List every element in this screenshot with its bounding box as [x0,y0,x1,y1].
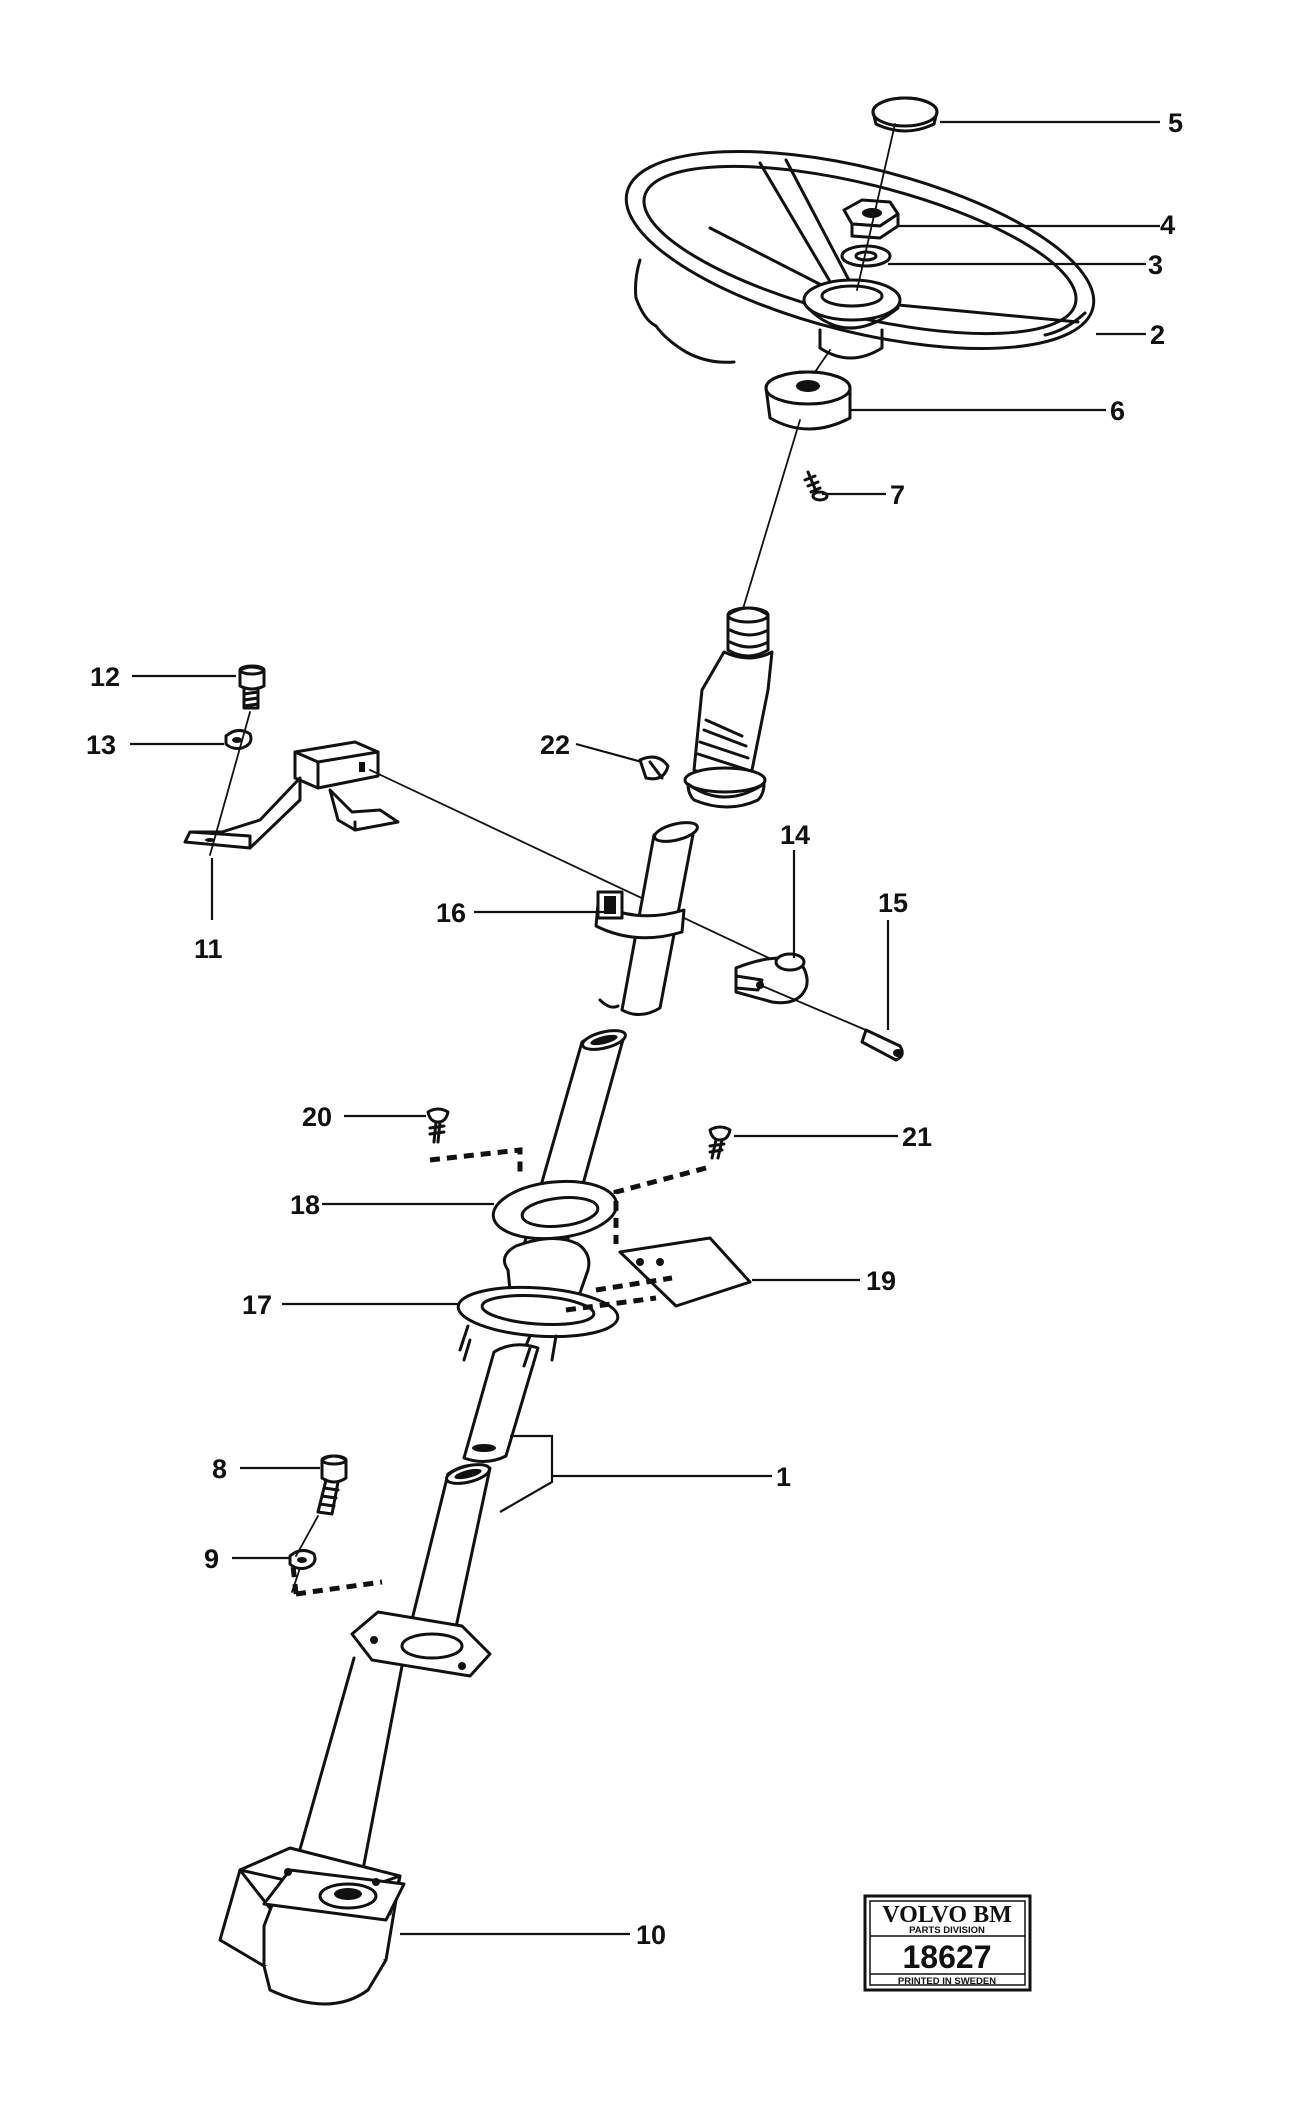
pin-15-part [860,1028,904,1062]
steering-wheel-part [624,150,1096,364]
bracket-part [183,740,400,850]
lock-washer-9-part [288,1549,317,1570]
upper-steering-shaft-part [638,606,774,809]
ring-18-part [491,1179,619,1241]
lock-washer-13-part [224,729,253,750]
hub-cap-part [871,96,939,133]
plate-19-part [618,1236,752,1308]
boot-17-part [456,1236,620,1362]
callout-20: 20 [302,1102,332,1132]
screw-20-part [426,1107,450,1144]
callout-8: 8 [212,1454,227,1484]
bolt-12-part [238,664,266,710]
screw-7-part [803,470,829,502]
callout-14: 14 [780,820,810,850]
callout-19: 19 [866,1266,896,1296]
callout-17: 17 [242,1290,272,1320]
callout-21: 21 [902,1122,932,1152]
clamp-band-part [594,890,686,940]
callout-1: 1 [776,1462,791,1492]
callout-labels: 5 4 3 2 6 7 12 13 22 11 14 15 16 20 21 1… [86,108,1183,1950]
callout-9: 9 [204,1544,219,1574]
callout-11: 11 [194,934,223,964]
parts-division-stamp: VOLVO BM PARTS DIVISION 18627 PRINTED IN… [863,1894,1032,1992]
callout-2: 2 [1150,320,1165,350]
bushing-part [764,370,852,431]
callout-3: 3 [1148,250,1163,280]
shaft-tube-lower-part [406,1338,540,1648]
stamp-brand: VOLVO BM [882,1902,1012,1928]
clamp-14-part [734,952,809,1005]
stamp-division: PARTS DIVISION [909,1925,985,1936]
callout-22: 22 [540,730,570,760]
stamp-printed: PRINTED IN SWEDEN [898,1976,996,1987]
callout-13: 13 [86,730,116,760]
callout-18: 18 [290,1190,320,1220]
callout-15: 15 [878,888,908,918]
stamp-number: 18627 [903,1939,992,1975]
callout-4: 4 [1160,210,1175,240]
flange-plate-part [350,1610,492,1678]
nut-part [842,198,900,240]
leader-lines [130,120,1160,1936]
callout-7: 7 [890,480,905,510]
base-box-10-part [218,1846,406,2006]
callout-5: 5 [1168,108,1183,138]
callout-10: 10 [636,1920,666,1950]
callout-6: 6 [1110,396,1125,426]
bolt-8-part [316,1454,348,1516]
callout-16: 16 [436,898,466,928]
screw-21-part [708,1125,732,1160]
callout-12: 12 [90,662,120,692]
